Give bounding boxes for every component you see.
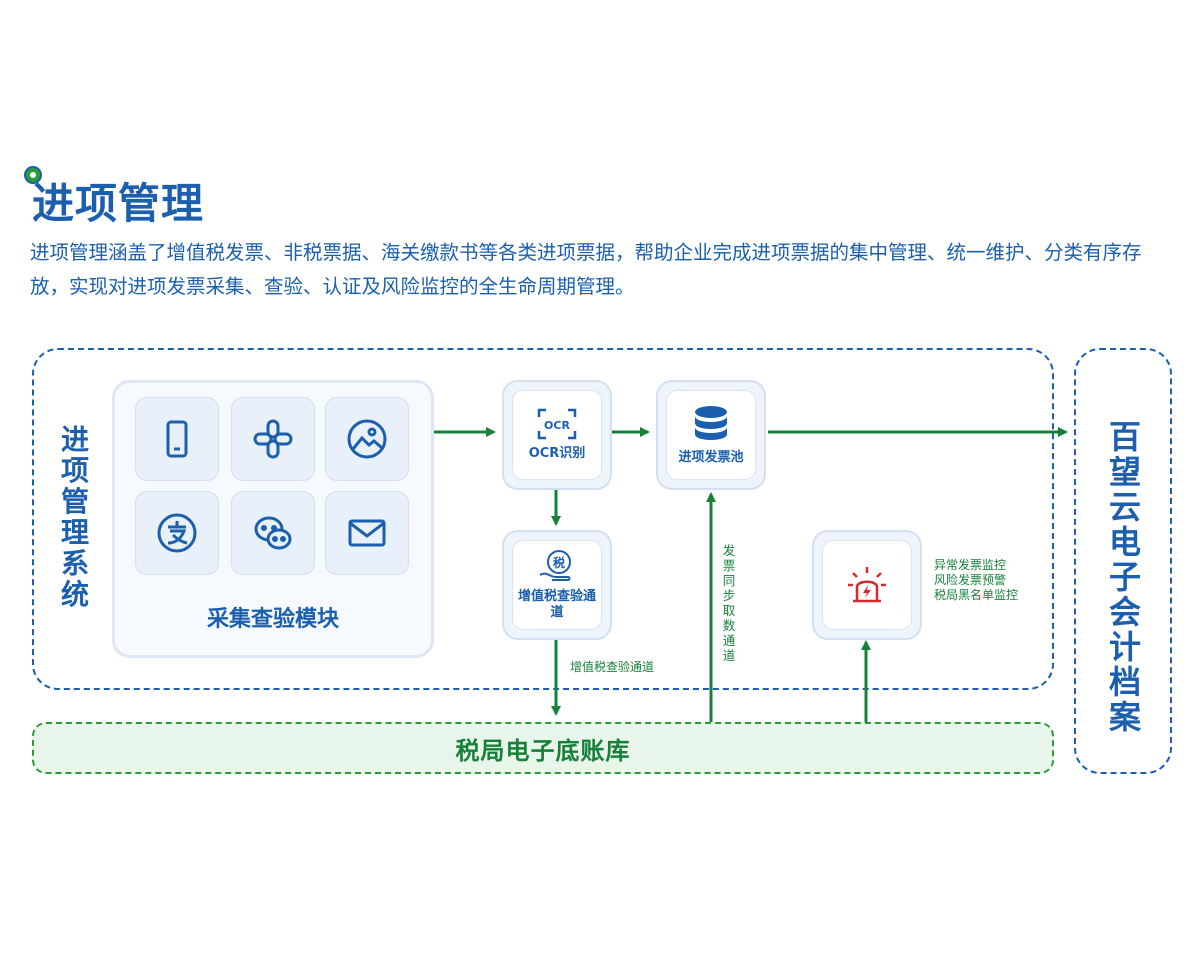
title-bullet-icon — [24, 166, 42, 184]
tax-icon-text: 税 — [553, 555, 565, 570]
invoice-pool-label: 进项发票池 — [678, 450, 744, 465]
phone-icon — [135, 397, 219, 481]
alarm-line-blacklist: 税局黑名单监控 — [934, 588, 1019, 602]
alarm-line-abnormal: 异常发票监控 — [934, 558, 1007, 572]
mail-icon — [325, 491, 409, 575]
ocr-card: OCR OCR识别 — [502, 380, 612, 490]
scanner-icon — [231, 397, 315, 481]
system-label: 进项管理系统 — [60, 423, 89, 611]
page-description: 进项管理涵盖了增值税发票、非税票据、海关缴款书等各类进项票据，帮助企业完成进项票… — [30, 241, 1142, 298]
sync-channel-label: 发票同步取数通道 — [722, 543, 736, 663]
collection-module-label: 采集查验模块 — [206, 607, 339, 632]
ocr-icon-text: OCR — [544, 419, 570, 432]
ocr-label: OCR识别 — [528, 446, 586, 461]
alarm-siren-icon — [848, 567, 886, 603]
tax-hand-icon: 税 — [539, 550, 571, 581]
ledger-box: 税局电子底账库 — [32, 722, 1054, 774]
alipay-icon — [135, 491, 219, 575]
alarm-description: 异常发票监控 风险发票预警 税局黑名单监控 — [934, 558, 1018, 603]
invoice-pool-card: 进项发票池 — [656, 380, 766, 490]
alarm-card — [812, 530, 922, 640]
archive-box — [1074, 348, 1172, 774]
tax-check-card: 税 增值税查验通道 — [502, 530, 612, 640]
image-icon — [325, 397, 409, 481]
ledger-label: 税局电子底账库 — [455, 736, 631, 765]
tax-check-channel-label: 增值税查验通道 — [570, 660, 655, 674]
page-title: 进项管理 — [32, 179, 205, 228]
system-boundary — [32, 348, 1054, 690]
wechat-icon — [231, 491, 315, 575]
collection-module: 采集查验模块 — [112, 380, 434, 658]
ocr-icon: OCR — [537, 408, 577, 440]
alarm-line-risk: 风险发票预警 — [934, 573, 1007, 587]
archive-label: 百望云电子会计档案 — [1108, 418, 1141, 736]
tax-check-label: 增值税查验通道 — [517, 589, 596, 620]
database-icon — [695, 406, 727, 440]
